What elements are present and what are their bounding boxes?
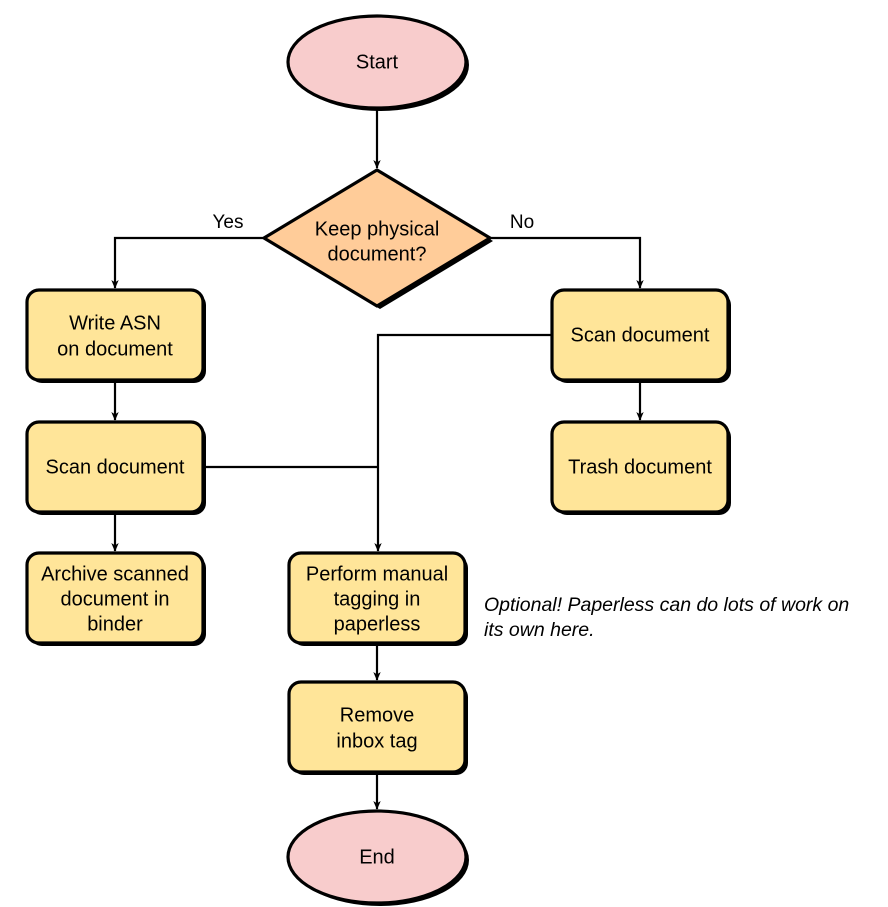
remove-inbox-tag-box (287, 680, 467, 774)
start-label: Start (356, 51, 399, 73)
node-end[interactable]: End (286, 809, 469, 906)
archive-binder-box (25, 551, 205, 645)
edge-labels-layer: Yes No (213, 212, 535, 233)
archive-binder-label-line2: document in (61, 588, 170, 610)
edge-scan-right-to-tagging (374, 333, 552, 552)
decision-diamond (262, 168, 492, 308)
trash-document-label: Trash document (568, 456, 712, 478)
manual-tagging-label-line2: tagging in (334, 588, 421, 610)
node-remove-inbox-tag[interactable]: Remove inbox tag (287, 680, 468, 775)
manual-tagging-box (287, 551, 467, 645)
node-write-asn[interactable]: Write ASN on document (25, 288, 206, 383)
node-keep-physical-document[interactable]: Keep physical document? (262, 168, 493, 309)
node-scan-document-right[interactable]: Scan document (550, 288, 731, 383)
archive-binder-label-line3: binder (87, 613, 143, 635)
decision-label-line1: Keep physical (315, 218, 440, 240)
node-scan-document-left[interactable]: Scan document (25, 420, 206, 515)
edge-label-yes: Yes (213, 212, 244, 233)
scan-document-right-label: Scan document (571, 324, 710, 346)
write-asn-label-line1: Write ASN (69, 312, 161, 334)
remove-inbox-tag-label-line2: inbox tag (336, 730, 417, 752)
node-trash-document[interactable]: Trash document (550, 420, 731, 515)
annotation-optional-note: Optional! Paperless can do lots of work … (484, 594, 849, 641)
write-asn-label-line2: on document (57, 338, 173, 360)
remove-inbox-tag-label-line1: Remove (340, 704, 414, 726)
end-ellipse (286, 809, 468, 905)
write-asn-box (25, 288, 205, 382)
edge-decision-no-to-scan-right (490, 236, 644, 289)
node-start[interactable]: Start (286, 14, 469, 111)
scan-document-right-box (550, 288, 730, 382)
end-label: End (359, 846, 395, 868)
edge-label-no: No (510, 212, 534, 233)
scan-document-left-label: Scan document (46, 456, 185, 478)
annotation-line2: its own here. (484, 619, 595, 641)
annotation-line1: Optional! Paperless can do lots of work … (484, 594, 849, 616)
node-manual-tagging[interactable]: Perform manual tagging in paperless (287, 551, 468, 646)
manual-tagging-label-line1: Perform manual (306, 563, 448, 585)
edge-decision-yes-to-write-asn (111, 236, 264, 289)
trash-document-box (550, 420, 730, 514)
start-ellipse (286, 14, 468, 110)
edges-layer (111, 108, 644, 810)
node-archive-binder[interactable]: Archive scanned document in binder (25, 551, 206, 646)
manual-tagging-label-line3: paperless (334, 613, 421, 635)
decision-label-line2: document? (328, 243, 427, 265)
archive-binder-label-line1: Archive scanned (41, 563, 189, 585)
scan-document-left-box (25, 420, 205, 514)
